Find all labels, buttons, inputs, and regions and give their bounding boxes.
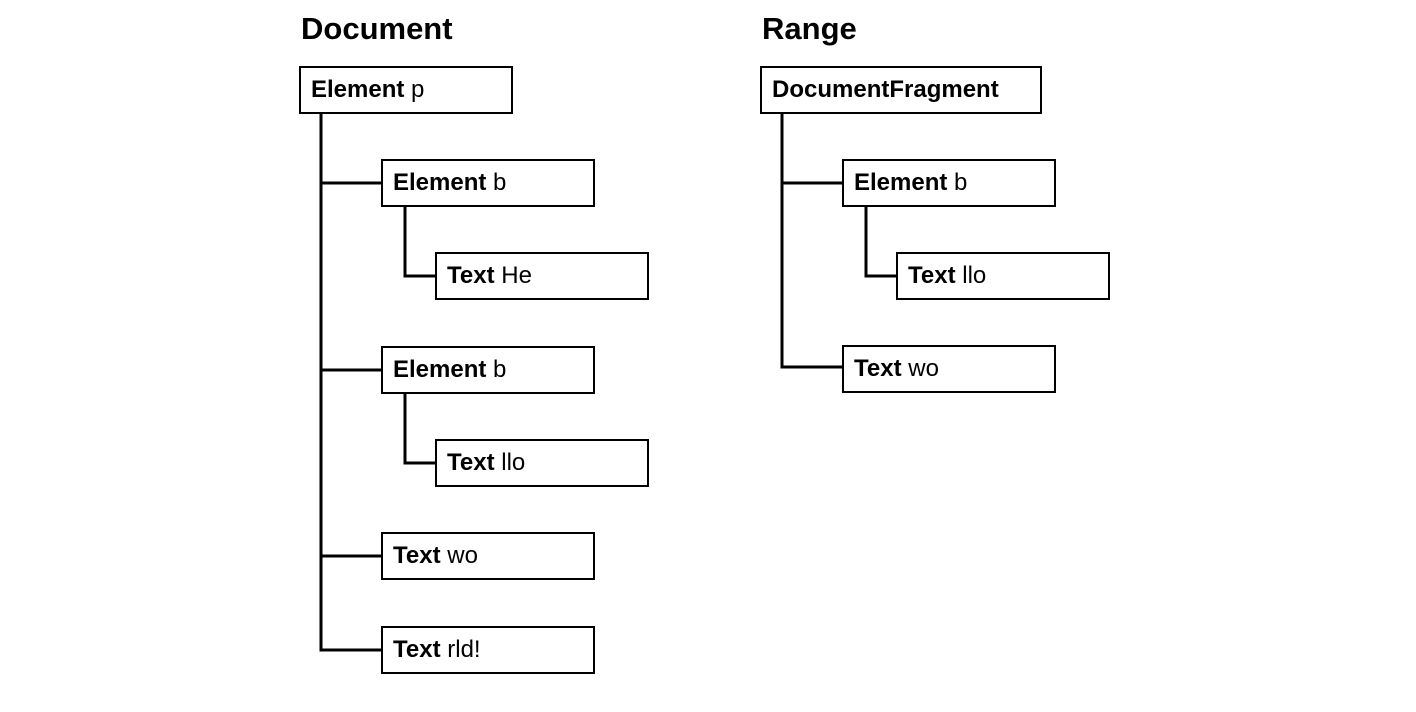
node-value: b [493,356,507,383]
connector-range-root-trunk [780,114,843,369]
node-kind: Text [447,449,495,476]
node-value: He [501,262,532,289]
document-node-text-he: Text He [435,252,649,300]
node-kind: Text [854,355,902,382]
connector-range-element-b-child [864,207,897,278]
node-kind: Text [908,262,956,289]
document-node-text-rld: Text rld! [381,626,595,674]
connector-document-element-b-2-child [403,394,436,465]
node-value: llo [501,449,526,476]
node-value: wo [447,542,478,569]
range-node-text-wo: Text wo [842,345,1056,393]
range-node-element-b: Element b [842,159,1056,207]
range-tree-heading: Range [762,11,857,46]
range-node-text-llo: Text llo [896,252,1110,300]
range-node-document-fragment: DocumentFragment [760,66,1042,114]
node-kind: DocumentFragment [772,76,999,103]
document-node-text-wo: Text wo [381,532,595,580]
node-kind: Text [393,636,441,663]
document-node-element-p: Element p [299,66,513,114]
node-value: llo [962,262,987,289]
document-node-element-b-1: Element b [381,159,595,207]
document-node-element-b-2: Element b [381,346,595,394]
node-kind: Text [447,262,495,289]
node-value: b [954,169,968,196]
node-value: b [493,169,507,196]
node-kind: Text [393,542,441,569]
document-tree-heading: Document [301,11,453,46]
node-value: wo [908,355,939,382]
document-node-text-llo: Text llo [435,439,649,487]
node-kind: Element [393,169,487,196]
node-value: rld! [447,636,481,663]
node-kind: Element [311,76,405,103]
node-kind: Element [854,169,948,196]
connector-document-element-b-1-child [403,207,436,278]
connector-document-root-trunk [319,114,382,652]
node-kind: Element [393,356,487,383]
node-value: p [411,76,425,103]
